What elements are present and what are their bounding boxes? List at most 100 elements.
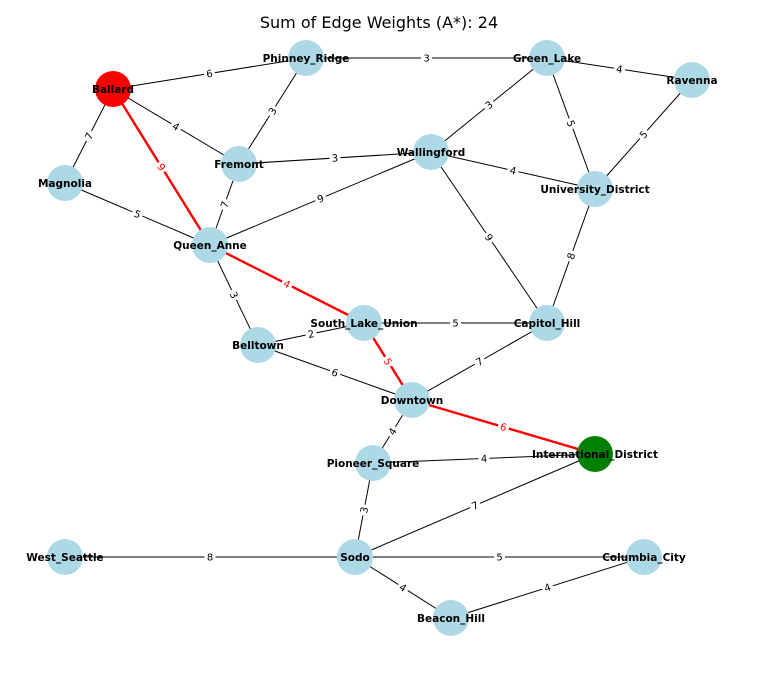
- edge-magnolia-queen-anne-weight-text: 5: [132, 209, 142, 222]
- edge-west-seattle-sodo-weight: 8: [204, 550, 216, 564]
- node-international-district: [577, 436, 613, 472]
- edge-sodo-beacon-hill-weight: 4: [394, 579, 412, 596]
- node-sodo: [337, 539, 373, 575]
- edge-columbia-city-beacon-hill-weight: 4: [540, 579, 555, 596]
- node-ravenna: [674, 62, 710, 98]
- edge-queen-anne-south-lake-union-weight: 4: [279, 275, 295, 293]
- edge-belltown-downtown-weight-text: 6: [330, 367, 340, 380]
- node-capitol-hill: [529, 305, 565, 341]
- edge-fremont-wallingford-weight: 3: [329, 151, 341, 165]
- edge-ballard-phinney-ridge-weight-text: 6: [206, 69, 214, 81]
- node-label-phinney-ridge: Phinney_Ridge: [263, 53, 350, 65]
- edge-fremont-wallingford-weight-text: 3: [332, 153, 339, 164]
- edge-university-district-capitol-hill-weight: 8: [563, 248, 579, 264]
- node-label-capitol-hill: Capitol_Hill: [514, 318, 581, 330]
- chart-title: Sum of Edge Weights (A*): 24: [260, 13, 498, 32]
- edge-queen-anne-belltown-weight-text: 3: [227, 290, 240, 301]
- edge-green-lake-ravenna-weight-text: 4: [615, 64, 623, 76]
- edge-pioneer-square-sodo-weight-text: 3: [359, 506, 371, 514]
- node-phinney-ridge: [288, 40, 324, 76]
- edge-queen-anne-south-lake-union-weight-text: 4: [281, 279, 292, 292]
- node-magnolia: [47, 165, 83, 201]
- edge-phinney-ridge-fremont-weight: 3: [264, 102, 281, 120]
- edge-ravenna-university-district-weight-text: 5: [638, 129, 650, 141]
- node-label-belltown: Belltown: [232, 340, 284, 352]
- edge-ballard-phinney-ridge-weight: 6: [203, 66, 216, 81]
- node-wallingford: [413, 134, 449, 170]
- edge-phinney-ridge-green-lake-weight: 3: [421, 51, 432, 65]
- edge-fremont-queen-anne-weight-text: 7: [219, 200, 232, 210]
- node-label-fremont: Fremont: [214, 159, 263, 171]
- edge-south-lake-union-downtown-weight: 5: [379, 353, 397, 370]
- node-label-beacon-hill: Beacon_Hill: [417, 613, 485, 625]
- edges-layer: [64, 57, 693, 619]
- edge-pioneer-square-international-district-weight-text: 4: [481, 454, 488, 465]
- node-green-lake: [529, 40, 565, 76]
- node-queen-anne: [192, 227, 228, 263]
- edge-pioneer-square-international-district-weight: 4: [478, 451, 490, 465]
- edge-capitol-hill-downtown-weight: 7: [471, 353, 488, 370]
- edge-green-lake-wallingford-weight-text: 3: [484, 100, 496, 113]
- node-west-seattle: [47, 539, 83, 575]
- edge-south-lake-union-belltown-weight: 2: [304, 326, 318, 342]
- edge-wallingford-capitol-hill-weight: 9: [480, 229, 498, 246]
- edge-downtown-pioneer-square-weight-text: 4: [387, 426, 400, 437]
- edge-wallingford-university-district-weight-text: 4: [508, 166, 517, 178]
- edge-south-lake-union-belltown-weight-text: 2: [307, 329, 315, 341]
- node-south-lake-union: [346, 305, 382, 341]
- edge-green-lake-university-district-weight: 5: [563, 116, 579, 131]
- edge-queen-anne-belltown-weight: 3: [225, 287, 243, 303]
- node-label-downtown: Downtown: [381, 395, 444, 407]
- edge-downtown-international-district-weight: 6: [496, 419, 511, 435]
- edge-international-district-sodo-weight-text: 7: [470, 500, 480, 513]
- edge-columbia-city-beacon-hill-weight-text: 4: [543, 582, 552, 594]
- edge-downtown-pioneer-square-weight: 4: [384, 423, 401, 440]
- edge-green-lake-university-district-weight-text: 5: [564, 119, 577, 129]
- node-label-south-lake-union: South_Lake_Union: [310, 318, 417, 330]
- edge-ballard-queen-anne-weight: 9: [153, 158, 170, 176]
- edge-university-district-capitol-hill-weight-text: 8: [566, 252, 579, 262]
- node-pioneer-square: [355, 445, 391, 481]
- node-label-international-district: International_District: [532, 449, 658, 461]
- edge-ravenna-university-district-weight: 5: [634, 126, 653, 143]
- edge-south-lake-union-downtown-weight-text: 5: [381, 356, 394, 367]
- edge-south-lake-union-capitol-hill-weight-text: 5: [452, 319, 458, 330]
- nodes-layer: [47, 40, 710, 636]
- edge-ballard-queen-anne-weight-text: 9: [154, 162, 167, 173]
- edge-green-lake-wallingford-weight: 3: [480, 96, 498, 114]
- edge-green-lake-ravenna-weight: 4: [613, 61, 626, 77]
- node-label-sodo: Sodo: [340, 552, 370, 564]
- node-columbia-city: [626, 539, 662, 575]
- node-label-pioneer-square: Pioneer_Square: [327, 458, 420, 470]
- edge-belltown-downtown-weight: 6: [327, 364, 343, 381]
- edge-wallingford-queen-anne-weight-text: 9: [316, 193, 326, 206]
- edge-sodo-columbia-city-weight: 5: [494, 550, 505, 564]
- edge-wallingford-queen-anne-weight: 9: [312, 190, 329, 207]
- edge-pioneer-square-sodo-weight: 3: [356, 503, 372, 517]
- edge-ballard-fremont-weight-text: 4: [170, 121, 181, 134]
- edge-sodo-columbia-city-weight-text: 5: [496, 553, 502, 564]
- node-label-ravenna: Ravenna: [666, 75, 717, 87]
- node-label-queen-anne: Queen_Anne: [173, 240, 247, 252]
- node-label-wallingford: Wallingford: [397, 147, 466, 159]
- node-downtown: [394, 382, 430, 418]
- edge-international-district-sodo-weight: 7: [467, 497, 483, 514]
- node-beacon-hill: [433, 600, 469, 636]
- edge-ballard-magnolia-weight: 7: [80, 128, 98, 144]
- node-label-ballard: Ballard: [92, 84, 134, 96]
- edge-phinney-ridge-fremont-weight-text: 3: [267, 106, 280, 117]
- node-label-green-lake: Green_Lake: [513, 53, 581, 65]
- edge-wallingford-capitol-hill-weight-text: 9: [482, 232, 495, 243]
- edge-downtown-international-district-weight-text: 6: [499, 422, 508, 434]
- edge-capitol-hill-downtown-weight-text: 7: [475, 356, 486, 369]
- node-label-columbia-city: Columbia_City: [602, 552, 686, 564]
- edge-fremont-queen-anne-weight: 7: [216, 197, 233, 212]
- edge-ballard-fremont-weight: 4: [167, 118, 185, 135]
- edge-phinney-ridge-green-lake-weight-text: 3: [423, 54, 429, 65]
- node-label-university-district: University_District: [540, 184, 649, 196]
- edge-south-lake-union-capitol-hill-weight: 5: [450, 316, 461, 330]
- edge-wallingford-university-district-weight: 4: [506, 162, 520, 179]
- edge-sodo-beacon-hill-weight-text: 4: [397, 582, 408, 595]
